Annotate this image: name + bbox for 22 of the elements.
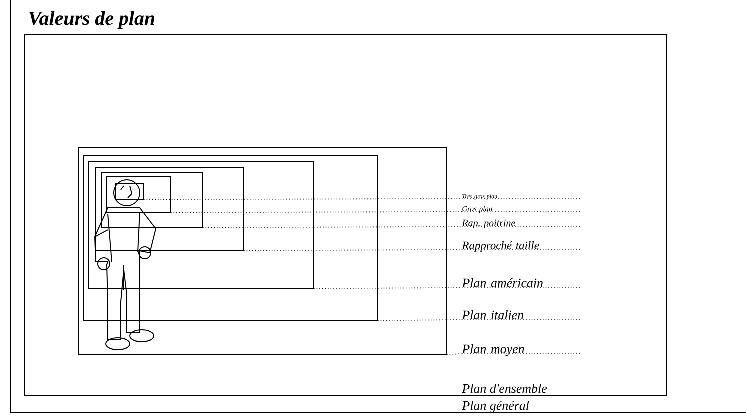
leader-line (244, 250, 462, 251)
leader-line (144, 198, 462, 200)
leader-line (170, 212, 462, 213)
frame-label: Plan général (462, 401, 530, 413)
leader-line (446, 354, 462, 355)
leader-line (202, 226, 462, 228)
shot-label: Rap. poitrine (462, 220, 583, 229)
leader-line (314, 288, 462, 289)
shot-label: Plan moyen (462, 344, 583, 356)
shot-label: Plan italien (462, 310, 583, 320)
frame (88, 161, 314, 289)
frame (95, 167, 244, 251)
shot-label: Rapproché taille (462, 241, 583, 252)
frame (106, 176, 171, 213)
title: Valeurs de plan (29, 11, 155, 30)
shot-label: Plan américain (462, 278, 583, 288)
frame (115, 183, 144, 200)
frame-label: Plan d'ensemble (462, 384, 548, 394)
frame (78, 147, 447, 355)
frame (101, 172, 203, 228)
frame (83, 155, 378, 321)
leader-line (378, 320, 462, 321)
